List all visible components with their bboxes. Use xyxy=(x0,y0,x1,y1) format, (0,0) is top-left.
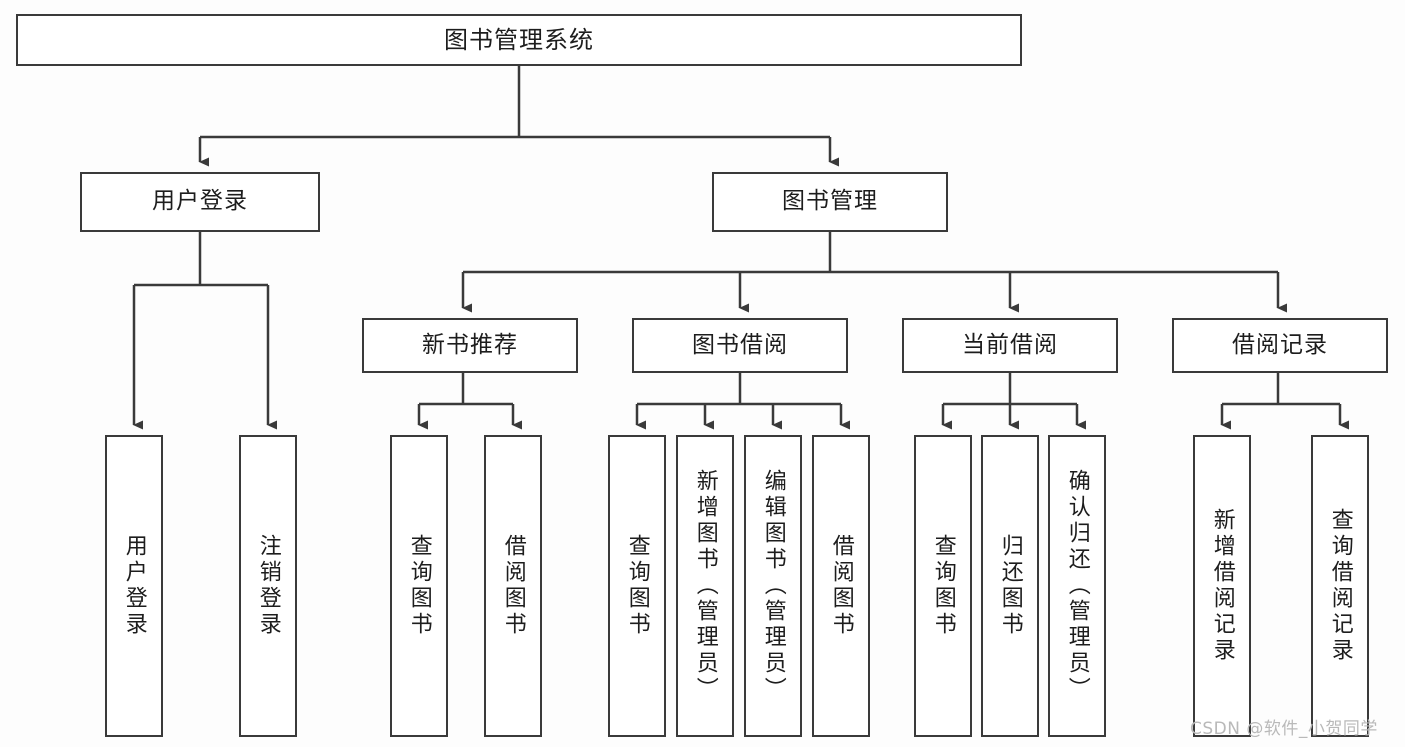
node-leaf-add-book[interactable]: 新增图书（管理员） xyxy=(676,435,734,737)
node-root-system[interactable]: 图书管理系统 xyxy=(16,14,1022,66)
node-leaf-query-borrow-record[interactable]: 查询借阅记录 xyxy=(1311,435,1369,737)
node-leaf-user-login[interactable]: 用户登录 xyxy=(105,435,163,737)
node-book-management[interactable]: 图书管理 xyxy=(712,172,948,232)
node-leaf-return-book[interactable]: 归还图书 xyxy=(981,435,1039,737)
node-leaf-edit-book[interactable]: 编辑图书（管理员） xyxy=(744,435,802,737)
csdn-watermark: CSDN @软件_小贺同学 xyxy=(1190,719,1378,739)
node-leaf-query-book-borrow[interactable]: 查询图书 xyxy=(608,435,666,737)
node-leaf-add-borrow-record[interactable]: 新增借阅记录 xyxy=(1193,435,1251,737)
node-borrow-record[interactable]: 借阅记录 xyxy=(1172,318,1388,373)
node-leaf-query-book-recommend[interactable]: 查询图书 xyxy=(390,435,448,737)
node-book-borrow[interactable]: 图书借阅 xyxy=(632,318,848,373)
node-leaf-confirm-return[interactable]: 确认归还（管理员） xyxy=(1048,435,1106,737)
node-user-login[interactable]: 用户登录 xyxy=(80,172,320,232)
node-leaf-borrow-book[interactable]: 借阅图书 xyxy=(812,435,870,737)
node-new-book-recommend[interactable]: 新书推荐 xyxy=(362,318,578,373)
node-leaf-borrow-book-recommend[interactable]: 借阅图书 xyxy=(484,435,542,737)
node-current-borrow[interactable]: 当前借阅 xyxy=(902,318,1118,373)
node-leaf-logout-login[interactable]: 注销登录 xyxy=(239,435,297,737)
node-leaf-query-book-current[interactable]: 查询图书 xyxy=(914,435,972,737)
